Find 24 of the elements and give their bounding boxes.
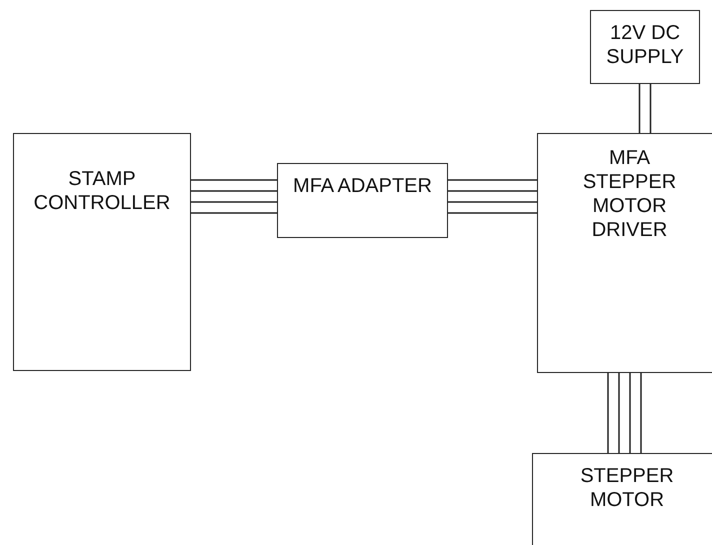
module-box (277, 163, 448, 238)
module-label: MFA ADAPTER (292, 174, 433, 198)
wire (191, 212, 277, 214)
module-box (13, 133, 191, 371)
wire (618, 373, 620, 453)
module-label: 12V DC SUPPLY (605, 21, 685, 69)
module-label: MFA STEPPER MOTOR DRIVER (582, 146, 678, 242)
wire (640, 373, 642, 453)
wire (650, 84, 652, 133)
wire (448, 201, 537, 203)
wire (448, 190, 537, 192)
module-box (537, 133, 712, 373)
module-box (590, 10, 700, 84)
wire (191, 201, 277, 203)
wire (448, 179, 537, 181)
module-label: STEPPER MOTOR (579, 464, 675, 512)
wire (629, 373, 631, 453)
module-box (532, 453, 712, 545)
module-label: STAMP CONTROLLER (32, 167, 172, 215)
wire (607, 373, 609, 453)
wire (191, 190, 277, 192)
wire (448, 212, 537, 214)
wire (638, 84, 640, 133)
wire (191, 179, 277, 181)
